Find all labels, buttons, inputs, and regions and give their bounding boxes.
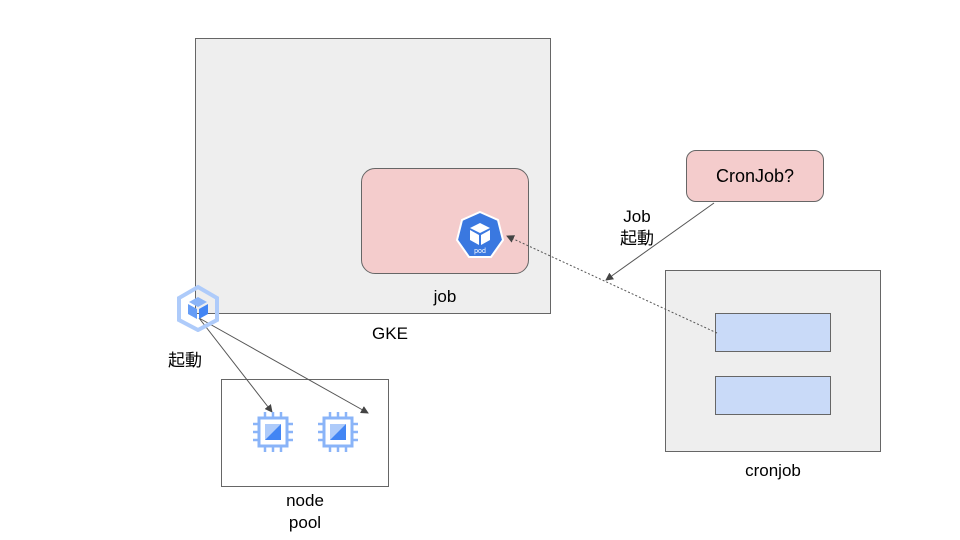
gke-label: GKE: [372, 324, 408, 343]
node-launch-label: 起動: [168, 351, 202, 370]
cronjob-question-box: CronJob?: [686, 150, 824, 202]
dotted-arrow-cronjob-to-pod: [506, 235, 718, 334]
node-pool-box: [221, 379, 389, 487]
cronjob-box: [665, 270, 881, 452]
pod-icon: pod: [455, 210, 505, 258]
cronjob-item-2: [715, 376, 831, 415]
pod-icon-label: pod: [474, 248, 486, 255]
arrow-cronjob-question-to-job: [605, 202, 715, 281]
cronjob-item-1: [715, 313, 831, 352]
job-launch-label-line2: 起動: [620, 229, 654, 248]
compute-chip-icon-1: [253, 412, 293, 452]
gke-engine-icon: [177, 284, 219, 332]
cronjob-label: cronjob: [745, 461, 801, 480]
arrow-gke-to-chip-2: [198, 317, 369, 414]
compute-chip-icon-2: [318, 412, 358, 452]
job-launch-label-line1: Job: [623, 207, 651, 226]
node-pool-label-line2: pool: [288, 513, 322, 532]
arrow-gke-to-chip-1: [198, 317, 273, 413]
node-pool-label-line1: node: [286, 491, 324, 510]
job-label: job: [433, 287, 457, 306]
job-box: [361, 168, 529, 274]
cronjob-question-label: CronJob?: [715, 165, 795, 186]
